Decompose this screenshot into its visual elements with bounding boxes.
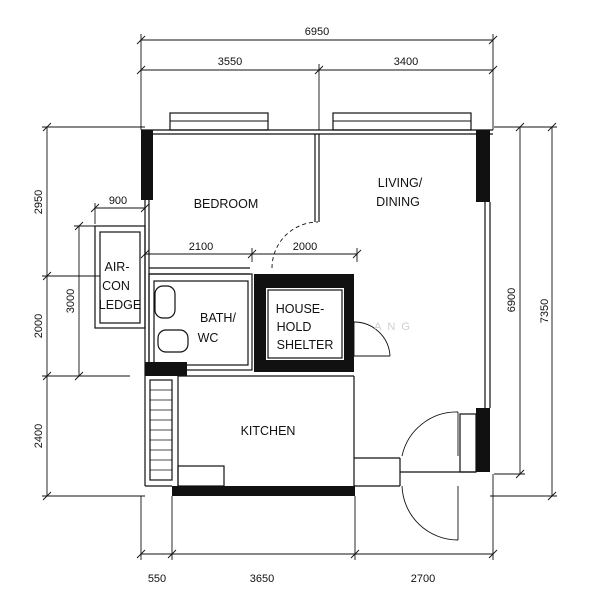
- dim-top-right: 3400: [394, 56, 418, 68]
- label-kitchen: KITCHEN: [241, 424, 296, 438]
- dim-right-outer: 7350: [539, 299, 551, 323]
- dimension-labels: 6950 3550 3400 2950 2000 2400 3000 900 2…: [33, 26, 551, 585]
- walls: [94, 112, 493, 541]
- label-living-1: LIVING/: [378, 176, 423, 190]
- dimension-lines: [42, 34, 557, 560]
- dim-aircon-height: 3000: [65, 289, 77, 313]
- label-aircon-2: CON: [102, 279, 130, 293]
- dim-left-upper: 2950: [33, 190, 45, 214]
- room-labels: BEDROOM LIVING/ DINING AIR- CON LEDGE BA…: [99, 176, 423, 438]
- dim-bath-width: 2100: [189, 241, 213, 253]
- label-aircon-3: LEDGE: [99, 298, 141, 312]
- label-bath-2: WC: [198, 331, 219, 345]
- dim-left-lower: 2400: [33, 424, 45, 448]
- label-shelter-2: HOLD: [277, 320, 312, 334]
- dim-top-left: 3550: [218, 56, 242, 68]
- label-bath-1: BATH/: [200, 311, 236, 325]
- dim-left-middle: 2000: [33, 314, 45, 338]
- label-shelter-3: SHELTER: [277, 338, 334, 352]
- dim-aircon-width: 900: [109, 195, 127, 207]
- dim-top-total: 6950: [305, 26, 329, 38]
- label-living-2: DINING: [376, 195, 420, 209]
- label-shelter-1: HOUSE-: [276, 302, 325, 316]
- dim-bottom-middle: 3650: [250, 573, 274, 585]
- dim-bottom-right: 2700: [411, 573, 435, 585]
- dim-shelter-width: 2000: [293, 241, 317, 253]
- label-aircon-1: AIR-: [105, 260, 130, 274]
- label-bedroom: BEDROOM: [194, 197, 259, 211]
- watermark: ANG: [374, 321, 416, 333]
- dim-bottom-left: 550: [148, 573, 166, 585]
- dim-right-inner: 6900: [506, 288, 518, 312]
